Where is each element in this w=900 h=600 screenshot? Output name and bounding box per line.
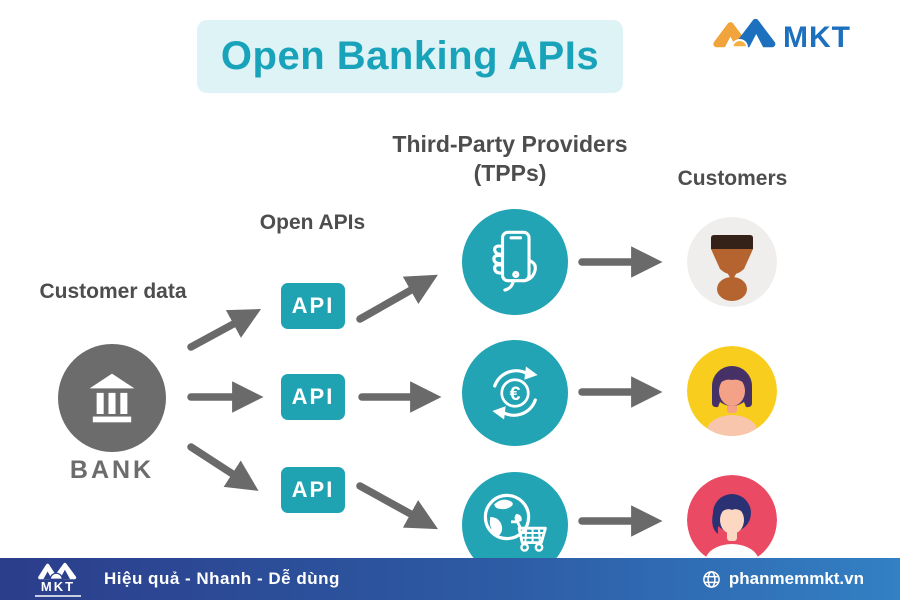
tpp-node-mobile bbox=[462, 209, 568, 315]
api-box-2: API bbox=[281, 374, 345, 420]
mkt-logo-text: MKT bbox=[783, 21, 851, 54]
footer-mkt-logo-icon bbox=[38, 562, 77, 580]
footer-website-group: phanmemmkt.vn bbox=[702, 569, 864, 589]
currency-exchange-euro-icon: € bbox=[492, 366, 538, 420]
footer-bar: MKT Hiệu quả - Nhanh - Dễ dùng phanmemmk… bbox=[0, 558, 900, 600]
footer-brand-logo: MKT bbox=[30, 562, 86, 597]
arrow-api1-to-tpp1 bbox=[356, 274, 438, 323]
footer-logo-tagline-line bbox=[35, 594, 81, 597]
male-customer-avatar-icon bbox=[687, 217, 777, 307]
arrow-api3-to-tpp3 bbox=[356, 482, 439, 530]
customer-data-label: Customer data bbox=[39, 280, 187, 303]
footer-mkt-logo-text: MKT bbox=[40, 578, 76, 594]
brand-logo: MKT bbox=[712, 16, 851, 60]
open-apis-label: Open APIs bbox=[259, 211, 366, 234]
customers-heading: Customers bbox=[677, 167, 788, 190]
customer-avatar-1 bbox=[687, 217, 777, 307]
bank-node bbox=[58, 344, 166, 452]
euro-symbol: € bbox=[510, 383, 521, 405]
bank-building-icon bbox=[89, 373, 135, 423]
bank-label: BANK bbox=[69, 456, 155, 484]
page-title: Open Banking APIs bbox=[220, 34, 600, 78]
customer-avatar-2 bbox=[687, 346, 777, 436]
tpp-node-payments: € bbox=[462, 340, 568, 446]
globe-icon bbox=[703, 570, 720, 588]
arrow-bank-to-api1 bbox=[187, 308, 262, 351]
female-customer-avatar-icon-2 bbox=[687, 475, 777, 565]
api-label: API bbox=[291, 384, 335, 409]
api-box-3: API bbox=[281, 467, 345, 513]
footer-slogan: Hiệu quả - Nhanh - Dễ dùng bbox=[104, 569, 340, 588]
customer-avatar-3 bbox=[687, 475, 777, 565]
mobile-banking-phone-icon bbox=[492, 230, 537, 292]
title-banner: Open Banking APIs bbox=[197, 20, 623, 93]
arrow-bank-to-api3 bbox=[187, 443, 259, 491]
api-box-1: API bbox=[281, 283, 345, 329]
footer-website: phanmemmkt.vn bbox=[728, 569, 864, 588]
api-label: API bbox=[291, 477, 335, 502]
tpp-heading-line1: Third-Party Providers bbox=[392, 131, 628, 157]
female-customer-avatar-icon bbox=[687, 346, 777, 436]
tpp-heading: Third-Party Providers (TPPs) bbox=[355, 130, 665, 188]
ecommerce-globe-cart-icon bbox=[483, 493, 547, 552]
mkt-logo-icon bbox=[713, 18, 776, 49]
tpp-heading-line2: (TPPs) bbox=[473, 160, 547, 186]
api-label: API bbox=[291, 293, 335, 318]
